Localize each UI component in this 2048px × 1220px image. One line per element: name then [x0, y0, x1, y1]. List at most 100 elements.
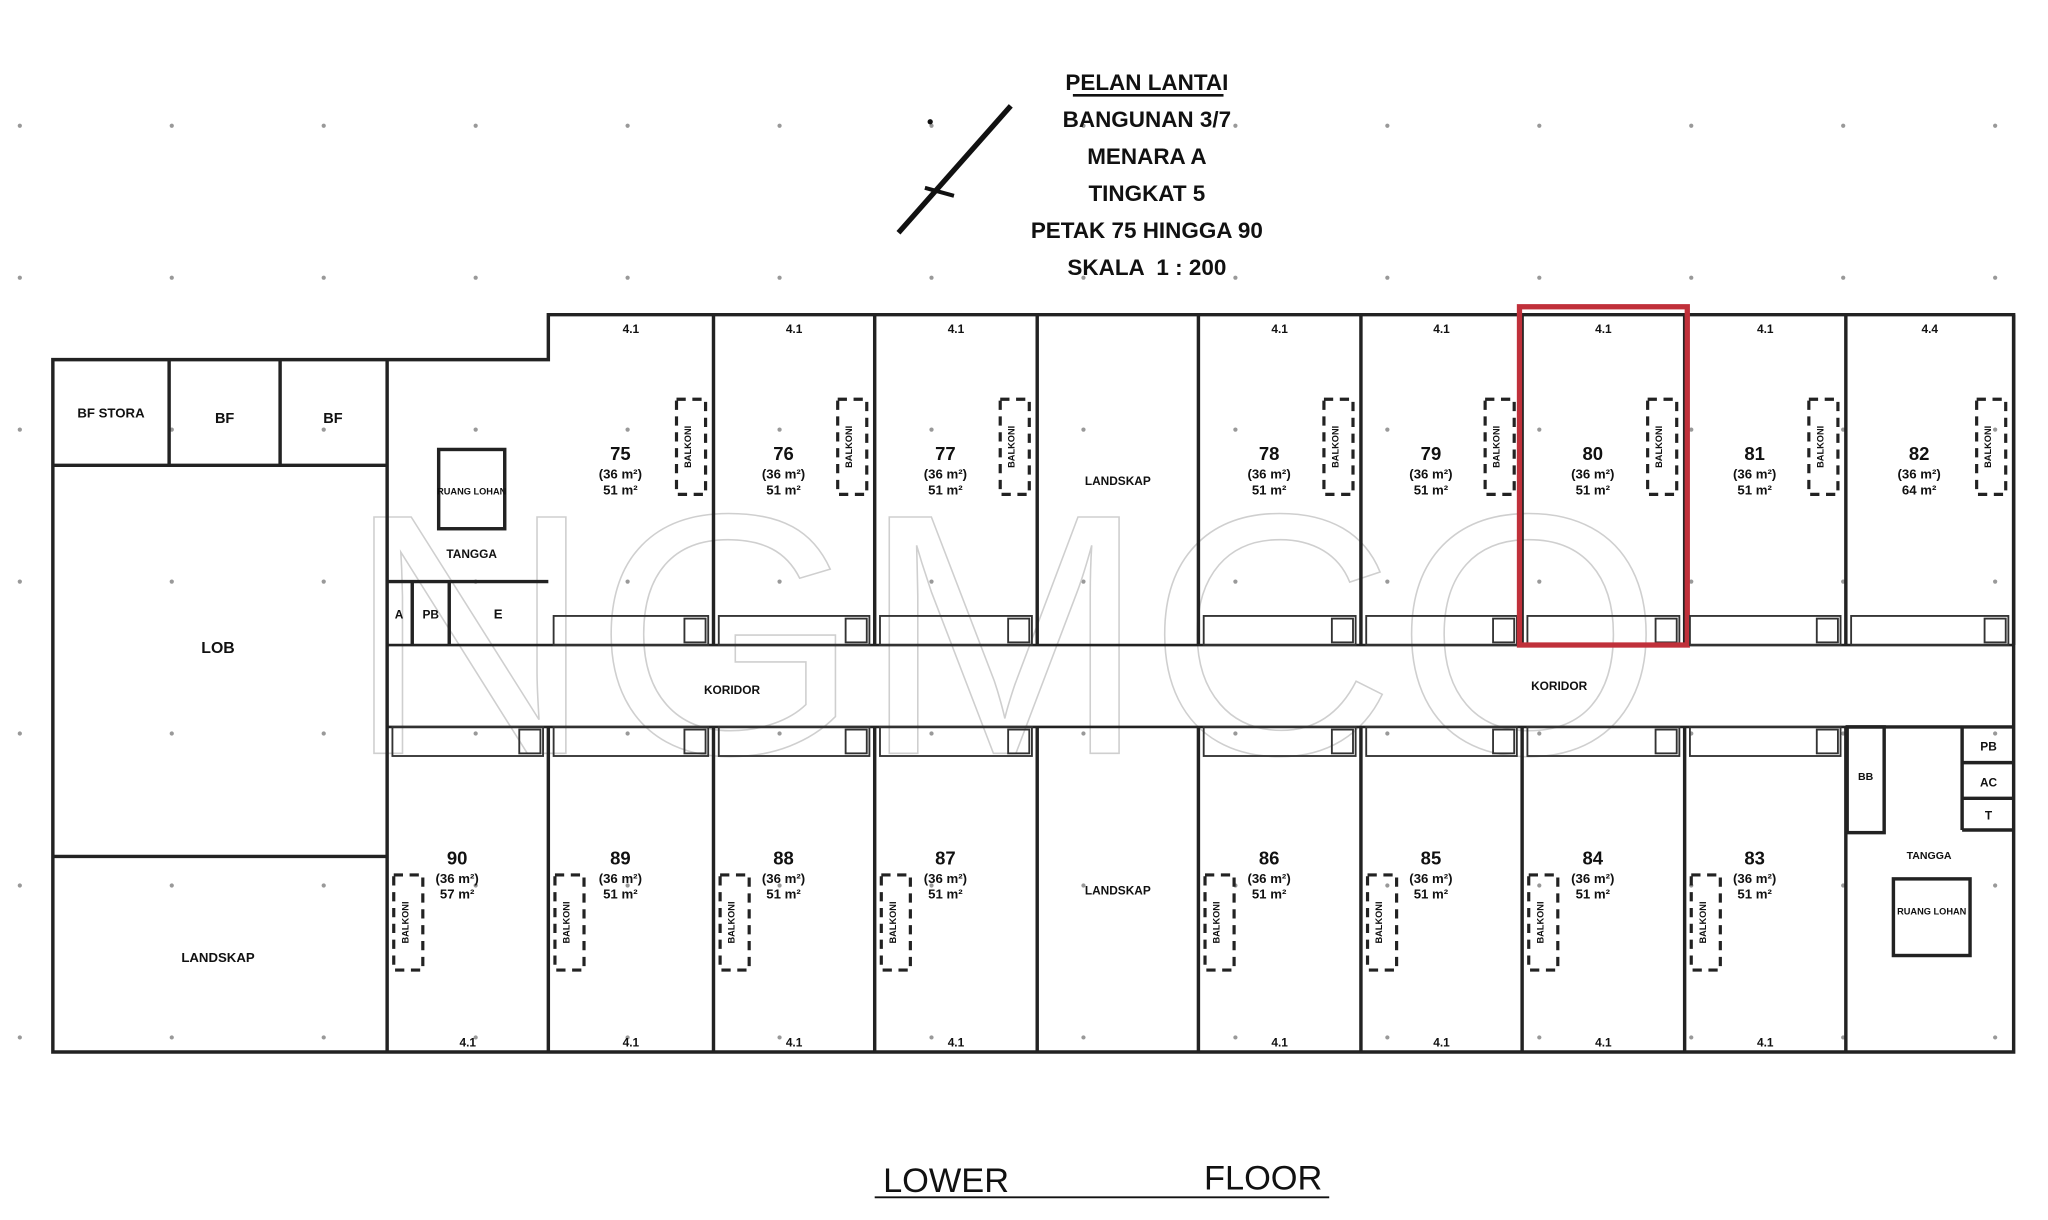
grid-dot — [321, 883, 326, 888]
dimension-label: 4.1 — [1595, 322, 1612, 336]
unit-area: 64 m² — [1902, 482, 1937, 497]
room-label-bf: BF — [215, 411, 234, 427]
unit-built-area: (36 m²) — [599, 871, 642, 886]
grid-dot — [625, 275, 630, 280]
grid-dot — [929, 579, 934, 584]
grid-dot — [321, 427, 326, 432]
grid-dot — [1689, 275, 1694, 280]
unit-number: 90 — [447, 847, 468, 868]
balcony-label: BALKONI — [1698, 901, 1708, 943]
dimension-label: 4.1 — [623, 322, 640, 336]
wc-box — [1007, 617, 1031, 644]
entrance-strip — [879, 615, 1033, 646]
landscape-label: LANDSKAP — [1085, 884, 1151, 898]
title-line: TINGKAT 5 — [1088, 181, 1205, 206]
grid-dot — [1385, 1035, 1390, 1040]
unit-number: 78 — [1259, 443, 1280, 464]
balcony-label: BALKONI — [400, 901, 410, 943]
balcony-label: BALKONI — [1007, 426, 1017, 468]
unit-area: 51 m² — [1737, 887, 1772, 902]
balcony-label: BALKONI — [1654, 426, 1664, 468]
unit-built-area: (36 m²) — [1571, 871, 1614, 886]
selected-unit-highlight[interactable] — [1516, 304, 1690, 648]
grid-dot — [1841, 275, 1846, 280]
floor-caption: LOWER FLOOR — [874, 1159, 1330, 1200]
entrance-strip — [552, 615, 710, 646]
grid-dot — [625, 427, 630, 432]
grid-dot — [1993, 579, 1998, 584]
grid-dot — [1081, 123, 1086, 128]
unit-number: 83 — [1744, 847, 1765, 868]
title-line: BANGUNAN 3/7 — [1063, 107, 1231, 132]
grid-dot — [473, 883, 478, 888]
corridor-label: KORIDOR — [704, 683, 761, 697]
grid-dot — [473, 1035, 478, 1040]
wc-box — [1330, 728, 1354, 755]
grid-dot — [1689, 123, 1694, 128]
unit-83[interactable]: 83 (36 m²)51 m² 4.1 BALKONI — [1689, 726, 1848, 1052]
grid-dot — [1233, 579, 1238, 584]
grid-dot — [17, 275, 22, 280]
grid-dot — [169, 275, 174, 280]
grid-dot — [473, 275, 478, 280]
grid-dot — [1993, 123, 1998, 128]
grid-dot — [1993, 883, 1998, 888]
grid-dot — [1385, 123, 1390, 128]
dimension-label: 4.1 — [1757, 322, 1774, 336]
grid-dot — [777, 1035, 782, 1040]
wc-box — [844, 728, 868, 755]
grid-dot — [1081, 883, 1086, 888]
grid-dot — [625, 883, 630, 888]
grid-dot — [1689, 1035, 1694, 1040]
dimension-label: 4.1 — [623, 1036, 640, 1050]
unit-built-area: (36 m²) — [1733, 871, 1776, 886]
room-label-e: E — [494, 607, 503, 622]
unit-built-area: (36 m²) — [924, 467, 967, 482]
grid-dot — [473, 731, 478, 736]
grid-dot — [929, 1035, 934, 1040]
title-block: PELAN LANTAI BANGUNAN 3/7 MENARA A TINGK… — [1031, 70, 1263, 280]
balcony-label: BALKONI — [1492, 426, 1502, 468]
corridor-label: KORIDOR — [1531, 679, 1588, 693]
grid-dot — [1385, 275, 1390, 280]
balcony-label: BALKONI — [1212, 901, 1222, 943]
grid-dot — [1993, 427, 1998, 432]
grid-dot — [169, 731, 174, 736]
grid-dot — [1993, 731, 1998, 736]
grid-dot — [929, 427, 934, 432]
unit-number: 89 — [610, 847, 631, 868]
balcony-label: BALKONI — [1983, 426, 1993, 468]
grid-dot — [1689, 579, 1694, 584]
balcony-label: BALKONI — [1330, 426, 1340, 468]
grid-dot — [1537, 123, 1542, 128]
grid-dot — [1081, 427, 1086, 432]
unit-number: 77 — [935, 443, 956, 464]
unit-area: 51 m² — [1414, 887, 1449, 902]
dimension-label: 4.1 — [1433, 322, 1450, 336]
grid-dot — [321, 731, 326, 736]
grid-dot — [321, 123, 326, 128]
title-line: SKALA 1 : 200 — [1067, 255, 1226, 280]
unit-number: 86 — [1259, 847, 1280, 868]
grid-dot — [321, 1035, 326, 1040]
room-label-bb: BB — [1858, 771, 1874, 783]
grid-dot — [321, 579, 326, 584]
wc-box — [1492, 617, 1516, 644]
unit-built-area: (36 m²) — [1898, 467, 1941, 482]
dimension-label: 4.1 — [1757, 1036, 1774, 1050]
